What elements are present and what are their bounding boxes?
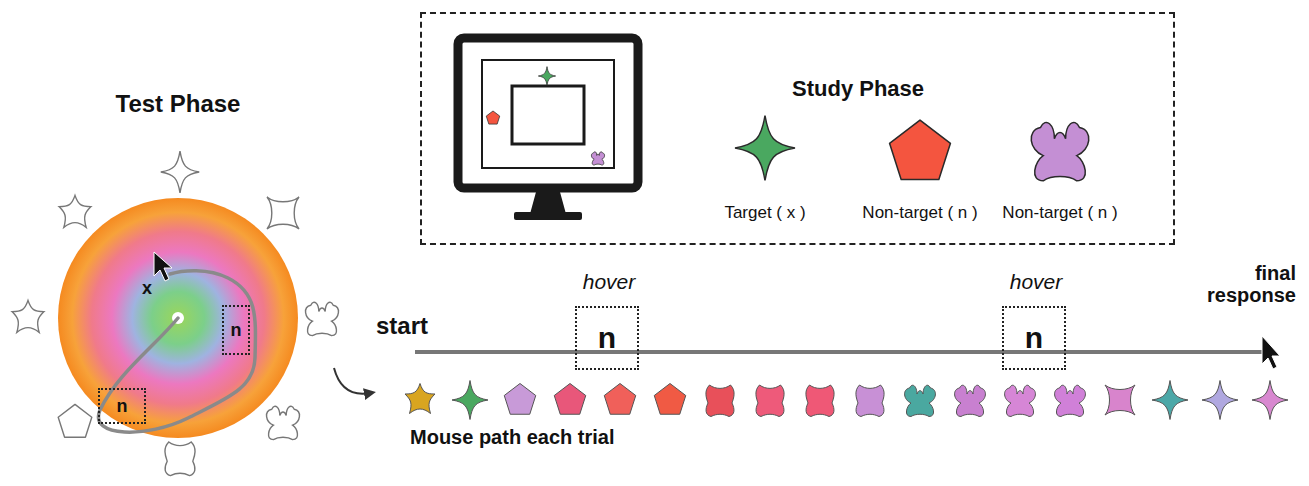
shape [486, 111, 499, 124]
shape [905, 385, 936, 416]
shape [591, 152, 604, 165]
shape [1105, 385, 1135, 415]
shape [856, 385, 884, 417]
shape [735, 116, 795, 181]
shape [1005, 385, 1036, 416]
curved-arrow [334, 368, 370, 394]
shape [267, 197, 299, 229]
shape [806, 385, 834, 417]
shape [1152, 381, 1188, 420]
hover-label: hover [994, 270, 1078, 294]
row-caption: Mouse path each trial [410, 426, 615, 449]
hover-label: hover [567, 270, 651, 294]
shape [1202, 381, 1238, 420]
shape [706, 385, 734, 417]
shape [1031, 122, 1089, 180]
color-wheel [58, 198, 298, 438]
shape [1252, 381, 1288, 420]
shape [452, 381, 488, 420]
shape [654, 384, 686, 415]
shape [554, 384, 586, 415]
shape [306, 302, 339, 335]
shape [267, 406, 300, 439]
shape [405, 384, 435, 414]
shape [504, 384, 536, 415]
shape [604, 384, 636, 415]
timeline-start: start [376, 312, 428, 340]
panel-title: Study Phase [792, 76, 924, 102]
timeline [415, 350, 1262, 354]
shape [890, 120, 951, 179]
hover-box: n [98, 388, 146, 424]
shape-caption: Target ( x ) [705, 203, 825, 223]
hover-box: n [222, 305, 250, 355]
panel-title: Test Phase [58, 90, 298, 118]
nontarget-mark: n [577, 308, 637, 368]
hover-box: hovern [1002, 306, 1066, 370]
nontarget-mark: n [100, 390, 144, 422]
nontarget-mark: n [224, 307, 248, 353]
timeline-end: final response [1190, 262, 1296, 306]
shape [756, 385, 784, 417]
shape [1055, 385, 1086, 416]
shape [12, 300, 44, 332]
nontarget-mark: n [1004, 308, 1064, 368]
shape [165, 442, 195, 476]
shape-caption: Non-target ( n ) [850, 203, 990, 223]
shape [538, 67, 555, 86]
shape [58, 404, 92, 437]
shape [955, 385, 986, 416]
response-wheel: Test Phasexnn [58, 198, 298, 438]
target-mark: x [142, 278, 152, 299]
shape [59, 195, 91, 227]
monitor [458, 38, 638, 220]
hover-box: hovern [575, 306, 639, 370]
shape-caption: Non-target ( n ) [990, 203, 1130, 223]
shape [161, 151, 199, 193]
cursor [1262, 336, 1280, 369]
stimulus-shapes [12, 67, 1288, 476]
